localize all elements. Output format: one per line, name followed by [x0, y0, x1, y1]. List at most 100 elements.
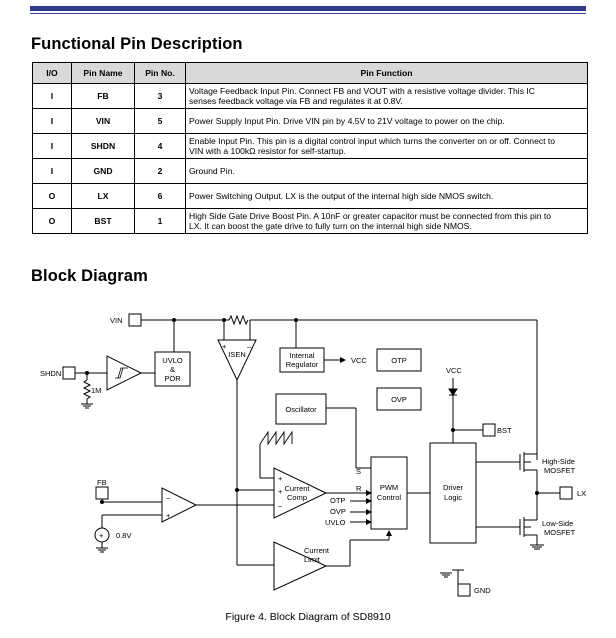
cell-pin-name: GND — [71, 158, 135, 184]
ovp-block — [376, 387, 422, 411]
cell-pin-no: 2 — [134, 158, 186, 184]
cell-io: I — [32, 158, 72, 184]
cell-pin-no: 6 — [134, 183, 186, 209]
current-comparator — [273, 467, 328, 519]
label-current-limit-1: Current — [304, 546, 330, 555]
cell-pin-name: FB — [71, 83, 135, 109]
label-1m: 1M — [91, 386, 101, 395]
sense-resistor — [228, 314, 249, 326]
cell-io: O — [32, 183, 72, 209]
label-regulator-2: Regulator — [286, 360, 319, 369]
fb-pin — [95, 486, 109, 500]
table-row: O BST 1 High Side Gate Drive Boost Pin. … — [32, 208, 588, 234]
section-title-pin-description: Functional Pin Description — [31, 35, 243, 53]
table-row: O LX 6 Power Switching Output. LX is the… — [32, 183, 588, 209]
shdn-pin — [62, 366, 76, 380]
table-header-row: I/O Pin Name Pin No. Pin Function — [32, 62, 588, 84]
label-high-side: High-Side — [542, 457, 575, 466]
header-rule-thin — [30, 13, 586, 14]
cell-pin-no: 5 — [134, 108, 186, 134]
label-driver: Driver — [443, 483, 464, 492]
cell-io: I — [32, 83, 72, 109]
pin-description-table: I/O Pin Name Pin No. Pin Function I FB 3… — [32, 62, 588, 234]
label-high-side-mosfet: MOSFET — [544, 466, 576, 475]
label-vin: VIN — [110, 316, 123, 325]
vin-pin — [128, 313, 142, 327]
label-0-8v: 0.8V — [116, 531, 131, 540]
otp-block — [376, 348, 422, 372]
label-por: POR — [164, 374, 181, 383]
oscillator-block — [275, 393, 327, 425]
cell-pin-function: High Side Gate Drive Boost Pin. A 10nF o… — [185, 208, 588, 234]
uvlo-por-block — [154, 351, 191, 387]
cell-pin-no: 4 — [134, 133, 186, 159]
cell-pin-name: LX — [71, 183, 135, 209]
cell-io: O — [32, 208, 72, 234]
label-isen: ISEN — [228, 350, 246, 359]
lx-pin — [559, 486, 573, 500]
label-fb: FB — [97, 478, 107, 487]
label-gnd: GND — [474, 586, 491, 595]
cell-pin-function: Power Switching Output. LX is the output… — [185, 183, 588, 209]
figure-caption: Figure 4. Block Diagram of SD8910 — [225, 611, 391, 623]
schmitt-buffer — [106, 355, 143, 391]
label-s: S — [356, 467, 361, 476]
header-rule-thick — [30, 6, 586, 11]
block-diagram: VIN SHDN 1M UVLO & POR + – ISEN Internal… — [40, 313, 586, 597]
label-shdn: SHDN — [40, 369, 61, 378]
label-ovp-in: OVP — [330, 507, 346, 516]
ramp-waveform — [259, 430, 293, 446]
label-vcc-top: VCC — [446, 366, 462, 375]
label-otp-in: OTP — [330, 496, 345, 505]
label-ea-plus: + — [166, 511, 171, 520]
label-isen-minus: – — [247, 342, 252, 351]
col-header-io: I/O — [32, 62, 72, 84]
current-limit-comparator — [273, 541, 328, 591]
label-lx: LX — [577, 489, 586, 498]
label-low-side-mosfet: MOSFET — [544, 528, 576, 537]
label-ovp: OVP — [391, 395, 407, 404]
label-bst: BST — [497, 426, 512, 435]
label-uvlo-amp: & — [170, 365, 175, 374]
cell-pin-name: SHDN — [71, 133, 135, 159]
label-regulator-1: Internal — [289, 351, 314, 360]
pulldown-resistor — [82, 379, 92, 400]
table-row: I SHDN 4 Enable Input Pin. This pin is a… — [32, 133, 588, 159]
label-pwm: PWM — [380, 483, 398, 492]
label-r: R — [356, 484, 362, 493]
label-uvlo-in: UVLO — [325, 518, 346, 527]
label-logic: Logic — [444, 493, 462, 502]
label-cc-plus-1: + — [278, 474, 283, 483]
cell-io: I — [32, 108, 72, 134]
col-header-pin-function: Pin Function — [185, 62, 588, 84]
label-control: Control — [377, 493, 402, 502]
cell-pin-function: Power Supply Input Pin. Drive VIN pin by… — [185, 108, 588, 134]
label-isen-plus: + — [222, 342, 227, 351]
label-ea-minus: – — [166, 493, 171, 502]
col-header-pin-no: Pin No. — [134, 62, 186, 84]
label-otp: OTP — [391, 356, 406, 365]
cell-pin-no: 1 — [134, 208, 186, 234]
cell-pin-function: Ground Pin. — [185, 158, 588, 184]
label-uvlo: UVLO — [162, 356, 183, 365]
label-current-limit-2: Limit — [304, 555, 321, 564]
col-header-pin-name: Pin Name — [71, 62, 135, 84]
table-row: I GND 2 Ground Pin. — [32, 158, 588, 184]
label-cc-plus-2: + — [278, 487, 283, 496]
cell-pin-name: BST — [71, 208, 135, 234]
error-amplifier — [161, 487, 198, 523]
cell-pin-no: 3 — [134, 83, 186, 109]
bst-pin — [482, 423, 496, 437]
isen-amplifier — [217, 339, 257, 382]
label-current-comp-1: Current — [284, 484, 310, 493]
label-low-side: Low-Side — [542, 519, 573, 528]
cell-pin-function: Voltage Feedback Input Pin. Connect FB a… — [185, 83, 588, 109]
label-current-comp-2: Comp — [287, 493, 307, 502]
table-row: I FB 3 Voltage Feedback Input Pin. Conne… — [32, 83, 588, 109]
cell-io: I — [32, 133, 72, 159]
label-vcc-out: VCC — [351, 356, 367, 365]
label-ref-plus: + — [99, 531, 104, 540]
table-row: I VIN 5 Power Supply Input Pin. Drive VI… — [32, 108, 588, 134]
section-title-block-diagram: Block Diagram — [31, 267, 148, 285]
cell-pin-name: VIN — [71, 108, 135, 134]
